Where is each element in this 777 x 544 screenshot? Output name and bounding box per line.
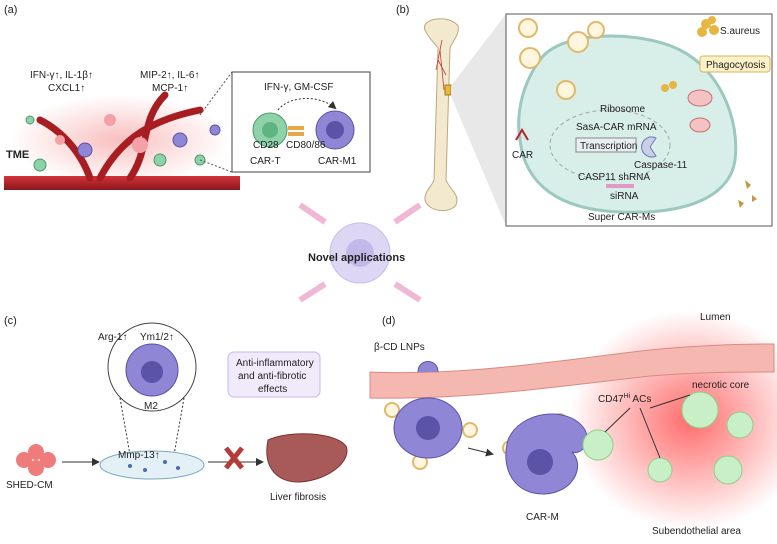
car-label: CAR [512, 150, 533, 161]
phagosomes [661, 81, 713, 133]
panel-d-tag: (d) [382, 315, 395, 327]
panel-b: (b) S.aureus Phagocytosis Ribosome [396, 4, 773, 227]
subendothelial-label: Subendothelial area [652, 526, 741, 537]
cytokines-left-2: CXCL1↑ [48, 83, 85, 94]
tme-label: TME [6, 149, 29, 161]
petri-dish [99, 450, 205, 480]
liver [266, 433, 348, 483]
panel-c: (c) Arg-1↑ Ym1/2↑ M2 Anti-inflammatory a… [4, 315, 348, 503]
cd47-label: CD47Hi ACs [598, 393, 651, 405]
lnps-label: β-CD LNPs [374, 342, 425, 353]
cd47-rest: ACs [630, 394, 651, 405]
panel-c-tag: (c) [4, 315, 17, 327]
nucleus [549, 109, 671, 181]
cd28-label: CD28 [253, 140, 279, 151]
car-m-label: CAR-M [526, 512, 559, 523]
effects-line-1: Anti-inflammatory [236, 358, 314, 369]
liver-fibrosis-label: Liver fibrosis [270, 492, 326, 503]
panel-d: (d) Lumen β-CD LNPs CAR-M [369, 310, 777, 537]
necrotic-core-label: necrotic core [692, 380, 750, 391]
s-aureus-label: S.aureus [720, 26, 760, 37]
shrna-label: CASP11 shRNA [578, 172, 650, 183]
block-cross [224, 446, 244, 470]
phagocytosis-label: Phagocytosis [706, 60, 765, 71]
cd80-label: CD80/86 [286, 140, 326, 151]
effects-box [227, 351, 321, 398]
lnp-particles [518, 18, 605, 100]
m2-label: M2 [144, 401, 158, 412]
ribosome-label: Ribosome [600, 104, 645, 115]
arrow-to-d [393, 281, 422, 303]
sirna-label: siRNA [610, 191, 639, 202]
shed-cm-label: SHED-CM [6, 480, 53, 491]
cd47-text: CD47 [598, 394, 624, 405]
apoptotic-cells [582, 391, 754, 485]
mmp13-label: Mmp-13↑ [118, 450, 160, 461]
car-t-label: CAR-T [250, 156, 281, 167]
lumen-label: Lumen [700, 312, 731, 323]
center-novel-applications: Novel applications [298, 202, 422, 303]
cytokines-right-2: MCP-1↑ [152, 83, 188, 94]
zoom-wedge [451, 14, 506, 226]
arg-label: Arg-1↑ [98, 332, 127, 343]
panel-a: (a) TME IFN-γ↑, IL-1β↑ CXCL1↑ MIP-2↑, IL… [4, 4, 371, 190]
caspase-label: Caspase-11 [634, 160, 688, 171]
arrow-to-b [393, 202, 422, 225]
bone [424, 18, 459, 212]
effects-line-3: effects [258, 384, 287, 395]
car-m1-label: CAR-M1 [318, 156, 357, 167]
shed-cm-cells [16, 444, 56, 476]
arrow-to-c [298, 281, 327, 303]
ym-label: Ym1/2↑ [140, 332, 174, 343]
arrow-to-a [298, 202, 327, 225]
macrophage-cell [517, 34, 738, 214]
s-aureus-bacteria [697, 16, 719, 37]
effects-line-2: and anti-fibrotic [238, 371, 306, 382]
cytokines-left-1: IFN-γ↑, IL-1β↑ [30, 70, 93, 81]
transcription-label: Transcription [580, 141, 637, 152]
inset-cytokines: IFN-γ, GM-CSF [264, 82, 333, 93]
vessel-branches [36, 91, 204, 182]
panel-a-tag: (a) [4, 4, 17, 16]
novel-applications-label: Novel applications [308, 252, 405, 264]
sasa-car-mrna-label: SasA-CAR mRNA [576, 122, 657, 133]
cd47-superscript: Hi [624, 393, 631, 400]
transcription-box [575, 137, 637, 153]
super-car-ms-label: Super CAR-Ms [588, 212, 655, 223]
cytokines-right-1: MIP-2↑, IL-6↑ [140, 70, 199, 81]
endothelium [369, 343, 775, 399]
phagocytosis-box [699, 55, 771, 73]
blood-vessel [4, 176, 240, 190]
panel-b-tag: (b) [396, 4, 409, 16]
